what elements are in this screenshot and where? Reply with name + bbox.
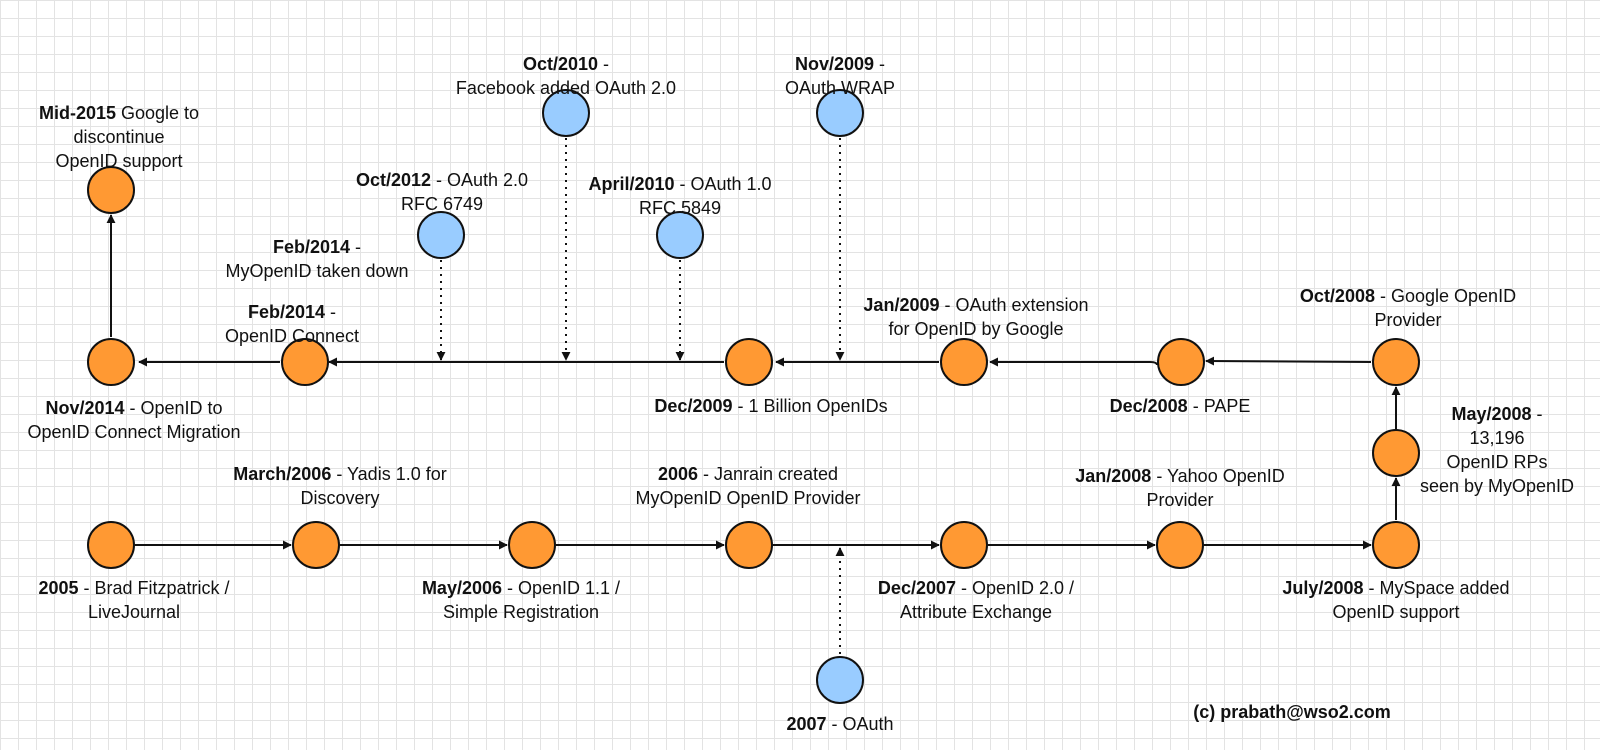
- node-jan2008: [1156, 521, 1204, 569]
- label-feb2014-oidc: Feb/2014 - OpenID Connect: [224, 302, 360, 346]
- label-oct2008: Oct/2008 - Google OpenID Provider: [1299, 286, 1517, 330]
- edge-oct2008-to-dec2008: [1205, 356, 1372, 366]
- node-2005: [87, 521, 135, 569]
- node-2006: [725, 521, 773, 569]
- label-2005: 2005 - Brad Fitzpatrick / LiveJournal: [38, 578, 230, 622]
- label-march2006: March/2006 - Yadis 1.0 for Discovery: [233, 464, 447, 508]
- label-feb2014-myopenid: Feb/2014 - MyOpenID taken down: [225, 237, 409, 281]
- node-march2006: [292, 521, 340, 569]
- label-2007: 2007 - OAuth: [786, 714, 894, 734]
- node-may2008: [1372, 429, 1420, 477]
- node-dec2008: [1157, 338, 1205, 386]
- node-2007: [816, 656, 864, 704]
- label-2006: 2006 - Janrain created MyOpenID OpenID P…: [635, 464, 861, 508]
- label-jan2009: Jan/2009 - OAuth extension for OpenID by…: [863, 295, 1089, 339]
- node-oct2012: [417, 211, 465, 259]
- edge-dec2008-to-jan2009: [989, 357, 1158, 367]
- label-may2008: May/2008 - 13,196 OpenID RPs seen by MyO…: [1419, 404, 1575, 496]
- copyright-text: (c) prabath@wso2.com: [1193, 702, 1391, 722]
- node-may2006: [508, 521, 556, 569]
- node-oct2010: [542, 89, 590, 137]
- label-jan2008: Jan/2008 - Yahoo OpenID Provider: [1075, 466, 1285, 510]
- label-july2008: July/2008 - MySpace added OpenID support: [1282, 578, 1510, 622]
- label-mid2015: Mid-2015 Google to discontinue OpenID su…: [38, 103, 200, 171]
- node-april2010: [656, 211, 704, 259]
- node-jan2009: [940, 338, 988, 386]
- label-may2006: May/2006 - OpenID 1.1 / Simple Registrat…: [421, 578, 621, 622]
- label-dec2008: Dec/2008 - PAPE: [1109, 396, 1251, 416]
- node-dec2009: [725, 338, 773, 386]
- label-nov2009: Nov/2009 - OAuth WRAP: [784, 54, 896, 98]
- node-mid2015: [87, 166, 135, 214]
- label-oct2010: Oct/2010 - Facebook added OAuth 2.0: [455, 54, 677, 98]
- node-nov2014: [87, 338, 135, 386]
- label-dec2009: Dec/2009 - 1 Billion OpenIDs: [654, 396, 888, 416]
- label-nov2014: Nov/2014 - OpenID to OpenID Connect Migr…: [27, 398, 241, 442]
- node-dec2007: [940, 521, 988, 569]
- node-nov2009: [816, 89, 864, 137]
- label-dec2007: Dec/2007 - OpenID 2.0 / Attribute Exchan…: [877, 578, 1075, 622]
- node-july2008: [1372, 521, 1420, 569]
- node-feb2014-oidc: [281, 338, 329, 386]
- node-oct2008: [1372, 338, 1420, 386]
- label-oct2012: Oct/2012 - OAuth 2.0 RFC 6749: [355, 170, 529, 214]
- label-april2010: April/2010 - OAuth 1.0 RFC 5849: [588, 174, 772, 218]
